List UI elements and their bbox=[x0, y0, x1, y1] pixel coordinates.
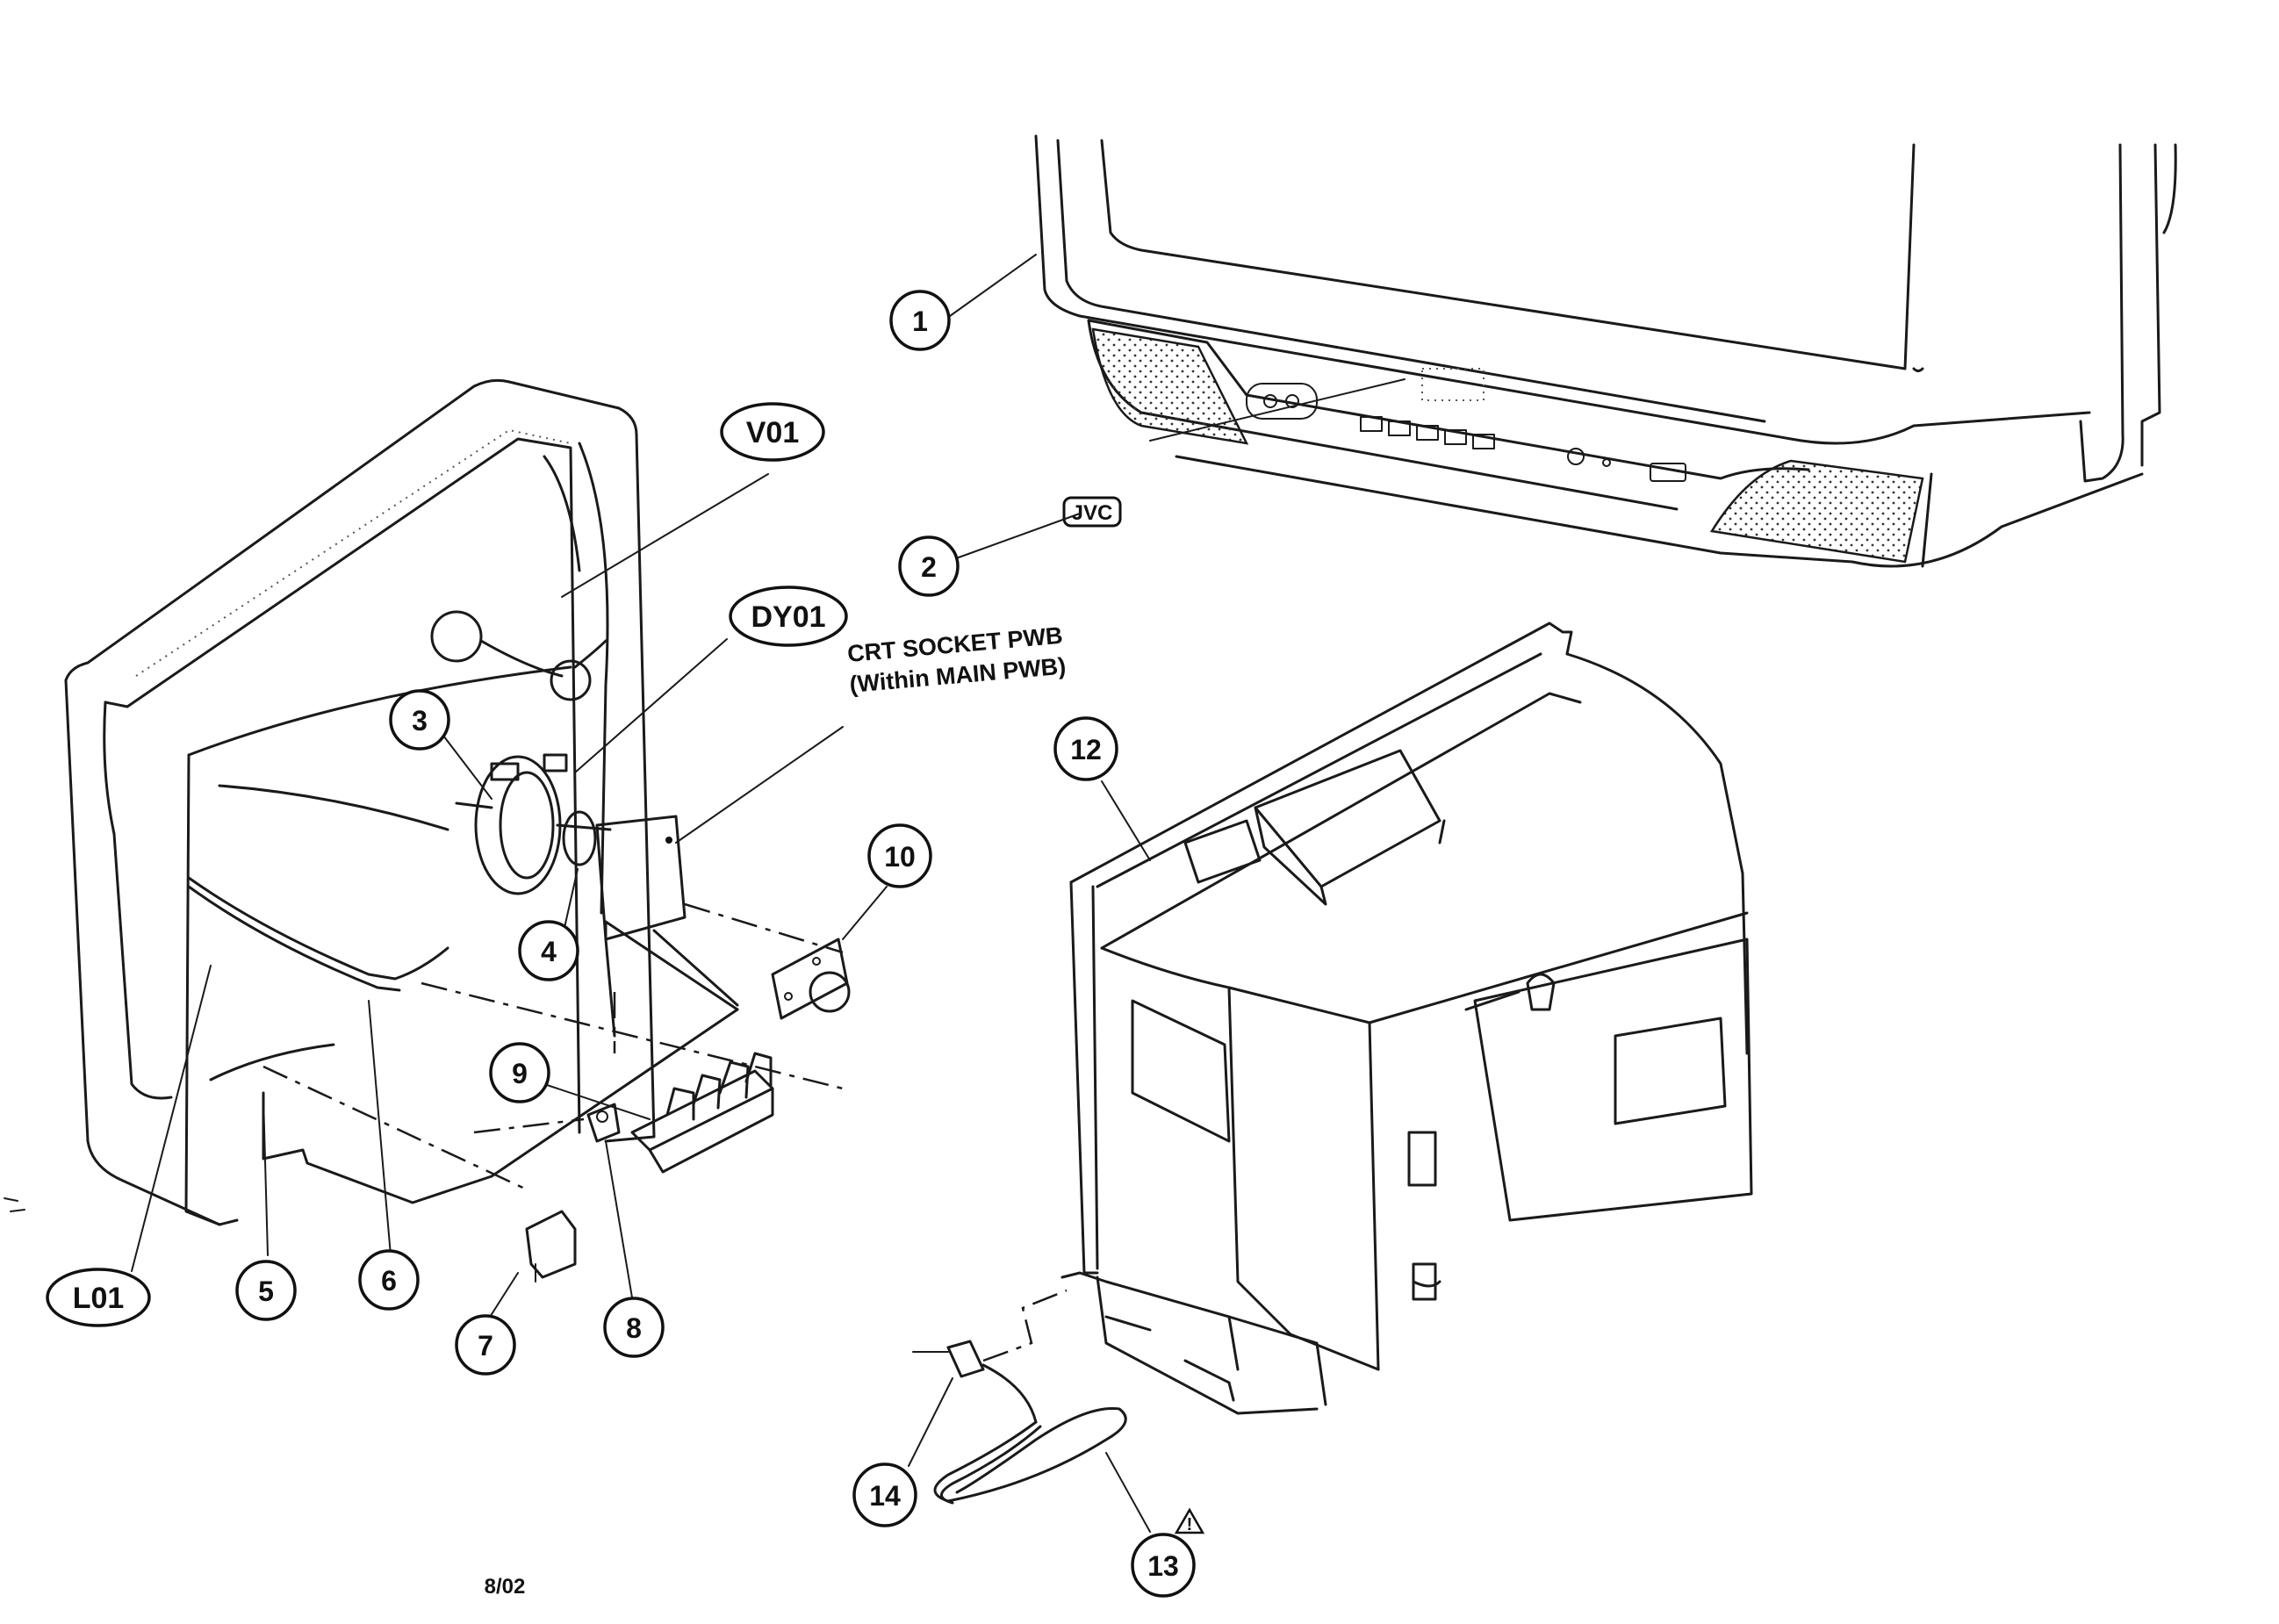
callout-14: 14 bbox=[852, 1462, 917, 1527]
part-10-speaker bbox=[771, 938, 851, 1020]
callout-1: 1 bbox=[889, 290, 951, 351]
crt-socket-note: CRT SOCKET PWB (Within MAIN PWB) bbox=[846, 622, 1067, 698]
callout-l01: L01 bbox=[46, 1268, 151, 1327]
front-cabinet: JVC bbox=[1034, 134, 2177, 568]
rear-cabinet bbox=[1060, 622, 1753, 1415]
svg-text:9: 9 bbox=[512, 1058, 528, 1089]
svg-text:6: 6 bbox=[381, 1265, 397, 1297]
svg-text:!: ! bbox=[1187, 1515, 1193, 1534]
brand-badge: JVC bbox=[1062, 496, 1122, 528]
speaker-grille-right bbox=[1709, 459, 1924, 564]
svg-text:3: 3 bbox=[412, 705, 428, 737]
stray-marks bbox=[4, 1197, 25, 1212]
svg-text:7: 7 bbox=[478, 1330, 493, 1362]
crt-assembly bbox=[64, 378, 739, 1226]
svg-text:V01: V01 bbox=[746, 416, 800, 449]
svg-text:1: 1 bbox=[912, 305, 928, 337]
warning-triangle-icon: ! bbox=[1174, 1507, 1205, 1534]
callout-10: 10 bbox=[867, 823, 932, 888]
svg-text:14: 14 bbox=[869, 1480, 901, 1512]
callout-7: 7 bbox=[455, 1314, 516, 1376]
callout-4: 4 bbox=[518, 920, 579, 981]
callout-12: 12 bbox=[1053, 716, 1118, 781]
callout-dy01: DY01 bbox=[729, 586, 848, 647]
part-8-switch bbox=[586, 1103, 621, 1143]
part-14-13-power-cord bbox=[912, 1289, 1127, 1505]
date-code: 8/02 bbox=[485, 1575, 526, 1599]
svg-text:2: 2 bbox=[921, 551, 937, 583]
assembly-lines bbox=[262, 902, 844, 1191]
svg-text:8: 8 bbox=[626, 1312, 642, 1344]
svg-text:12: 12 bbox=[1070, 734, 1102, 765]
callout-8: 8 bbox=[603, 1297, 665, 1358]
part-9-bracket bbox=[630, 1052, 774, 1174]
part-7-connector bbox=[525, 1210, 577, 1283]
svg-text:JVC: JVC bbox=[1072, 501, 1113, 525]
svg-text:4: 4 bbox=[541, 936, 557, 967]
callout-6: 6 bbox=[358, 1249, 420, 1311]
svg-text:13: 13 bbox=[1147, 1550, 1179, 1582]
svg-text:5: 5 bbox=[258, 1275, 274, 1307]
svg-text:10: 10 bbox=[884, 841, 916, 873]
callout-v01: V01 bbox=[720, 402, 825, 462]
svg-text:L01: L01 bbox=[73, 1282, 125, 1315]
callout-9: 9 bbox=[489, 1042, 550, 1103]
callout-5: 5 bbox=[235, 1260, 297, 1321]
callout-2: 2 bbox=[898, 535, 960, 597]
speaker-grille-left bbox=[1091, 327, 1249, 445]
svg-text:DY01: DY01 bbox=[751, 600, 825, 634]
callout-3: 3 bbox=[389, 689, 450, 751]
callout-13: 13 bbox=[1131, 1533, 1196, 1598]
leader-lines bbox=[131, 254, 1151, 1533]
